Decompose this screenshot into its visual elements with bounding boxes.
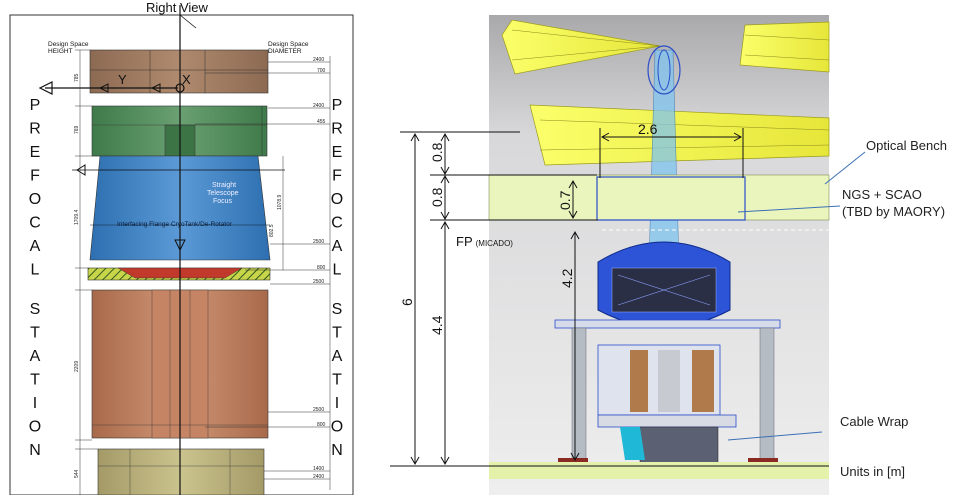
right-dimension-lines bbox=[195, 56, 331, 490]
vertRight-letter: N bbox=[331, 442, 343, 459]
maory-label: (TBD by MAORY) bbox=[842, 204, 945, 219]
vertRight-letter: I bbox=[335, 395, 339, 412]
dim-0-8-bottom: 0.8 bbox=[429, 187, 445, 207]
left-drawing: Y X Straight Telescope Focus Interfacing… bbox=[9, 0, 354, 495]
vertLeft-letter: T bbox=[30, 372, 40, 389]
vertLeft-letter: P bbox=[30, 97, 41, 114]
dim-h769: 769 bbox=[74, 125, 80, 134]
dim-0-8-top: 0.8 bbox=[429, 142, 445, 162]
design-space-diameter-l1: Design Space bbox=[268, 41, 309, 48]
floor bbox=[489, 462, 829, 479]
vertRight-letter: S bbox=[332, 301, 343, 318]
design-space-height-l1: Design Space bbox=[48, 41, 89, 48]
design-space-diameter-l2: DIAMETER bbox=[268, 48, 302, 55]
vertLeft-letter: O bbox=[29, 191, 41, 208]
dim-h1078: 1078.9 bbox=[277, 194, 283, 210]
axis-y-label: Y bbox=[118, 72, 127, 87]
dim-2500a: 2500 bbox=[313, 239, 324, 245]
vertRight-letter: C bbox=[331, 215, 343, 232]
right-drawing bbox=[390, 15, 840, 495]
vertLeft-letter: S bbox=[30, 301, 41, 318]
interface-label: Interfacing Flange CryoTank/De-Rotator bbox=[117, 221, 233, 228]
vertRight-letter: L bbox=[333, 262, 342, 279]
support-platform bbox=[554, 319, 781, 329]
dim-2400a: 2400 bbox=[313, 57, 324, 63]
vertLeft-letter: L bbox=[31, 262, 40, 279]
dim-h785: 785 bbox=[74, 73, 80, 82]
vertLeft-letter: O bbox=[29, 419, 41, 436]
optical-bench-label: Optical Bench bbox=[866, 138, 947, 153]
straight-focus-line1: Straight bbox=[212, 182, 236, 189]
design-space-height-l2: HEIGHT bbox=[48, 48, 73, 55]
cable-wrap-unit bbox=[639, 426, 719, 466]
callout-leaders bbox=[727, 151, 866, 441]
vertRight-letter: R bbox=[331, 121, 343, 138]
vertLeft-letter: R bbox=[29, 121, 41, 138]
vertRight-letter: T bbox=[332, 325, 342, 342]
right-view-title: Right View bbox=[146, 0, 209, 15]
vertLeft-letter: N bbox=[29, 442, 41, 459]
y-axis-arrowhead bbox=[38, 81, 53, 95]
dim-2400b: 2400 bbox=[313, 103, 324, 109]
vertRight-letter: T bbox=[332, 372, 342, 389]
right-dimension-values: 2400 700 2400 455 2500 800 2500 2500 800… bbox=[313, 57, 326, 480]
ngs-scao-label: NGS + SCAO bbox=[842, 187, 922, 202]
vertLeft-letter: I bbox=[33, 395, 37, 412]
dim-h2209: 2209 bbox=[74, 361, 80, 372]
vertRight-letter: O bbox=[331, 191, 343, 208]
beam-upper-right bbox=[739, 21, 830, 73]
dim-2400c: 2400 bbox=[313, 474, 324, 480]
dim-0-7: 0.7 bbox=[557, 190, 573, 210]
straight-focus-line2: Telescope bbox=[207, 190, 239, 197]
dim-2500b: 2500 bbox=[313, 279, 324, 285]
left-dimension-lines bbox=[75, 49, 284, 495]
dim-2-6: 2.6 bbox=[638, 121, 658, 137]
straight-focus-line3: Focus bbox=[213, 198, 233, 205]
cable-wrap-label: Cable Wrap bbox=[840, 414, 908, 429]
vertLeft-letter: F bbox=[30, 168, 40, 185]
vertLeft-letter: T bbox=[30, 325, 40, 342]
vertRight-letter: E bbox=[332, 144, 343, 161]
dim-700: 700 bbox=[317, 68, 326, 74]
dim-800b: 800 bbox=[317, 422, 326, 428]
dim-1400: 1400 bbox=[313, 466, 324, 472]
units-label: Units in [m] bbox=[840, 464, 905, 479]
vertRight-letter: O bbox=[331, 419, 343, 436]
left-dimension-values: 785 769 1709.4 802.5 1078.9 2209 544 bbox=[74, 73, 283, 478]
dim-h802: 802.5 bbox=[269, 224, 275, 237]
dim-4-2: 4.2 bbox=[559, 268, 575, 288]
bottom-khaki-block bbox=[97, 448, 265, 495]
ngs-scao-volume bbox=[488, 174, 830, 221]
vertLeft-letter: C bbox=[29, 215, 41, 232]
right-dimension-arrows bbox=[400, 128, 744, 466]
vertRight-letter: A bbox=[332, 348, 343, 365]
vertLeft-letter: A bbox=[30, 348, 41, 365]
beam-middle bbox=[529, 104, 830, 166]
dim-2500c: 2500 bbox=[313, 407, 324, 413]
vertLeft-letter: A bbox=[30, 238, 41, 255]
dim-h1709: 1709.4 bbox=[74, 209, 80, 225]
dim-4-4: 4.4 bbox=[429, 315, 445, 335]
vertRight-letter: F bbox=[332, 168, 342, 185]
dim-6: 6 bbox=[399, 298, 415, 306]
axis-x-label: X bbox=[182, 72, 191, 87]
vertRight-letter: A bbox=[332, 238, 343, 255]
fp-label: FP(MICADO) bbox=[456, 234, 513, 249]
dim-800a: 800 bbox=[317, 265, 326, 271]
dim-455: 455 bbox=[317, 119, 326, 125]
top-brown-block bbox=[89, 49, 269, 94]
vertLeft-letter: E bbox=[30, 144, 41, 161]
dim-h544: 544 bbox=[74, 469, 80, 478]
vertRight-letter: P bbox=[332, 97, 343, 114]
